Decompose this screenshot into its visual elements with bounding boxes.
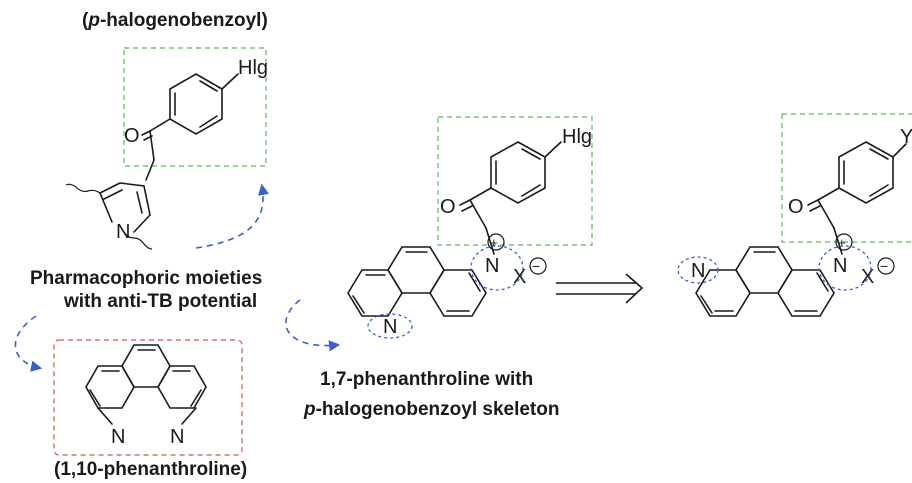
nitrogen-atom-phen17-middle: N: [383, 316, 397, 338]
reaction-arrow: [556, 273, 644, 304]
benzoyl-fragment-top: [141, 73, 239, 181]
nitrogen-atom-pyrrole: N: [116, 221, 130, 243]
benzoyl-highlight-box-middle: [437, 116, 593, 246]
nitrogen-highlight-right-2: [818, 245, 872, 291]
benzoyl-highlight-box: [123, 47, 267, 167]
curved-arrow-to-phen110: [14, 315, 43, 372]
benzoyl-fragment-right: [807, 141, 907, 255]
plus-charge-icon-middle: [487, 233, 505, 251]
substituent-atom-right: Y: [900, 126, 912, 148]
phen17-label-line1: 1,7-phenanthroline with: [320, 369, 533, 390]
curved-arrow-to-phen17: [285, 299, 341, 352]
halogen-atom-top: Hlg: [238, 57, 268, 79]
minus-sign-right: −: [880, 258, 888, 274]
minus-sign-middle: −: [532, 258, 540, 274]
phen17-structure-right: [695, 246, 835, 317]
benzoyl-fragment-middle: [459, 141, 562, 255]
phen110-structure: [85, 344, 207, 409]
phen17-label-line2: p-halogenobenzoyl skeleton: [303, 399, 559, 420]
nitrogen-highlight-middle-2: [470, 245, 524, 291]
phen17-structure-middle: [347, 246, 487, 317]
counterion-middle: X: [513, 266, 526, 288]
p-halogenobenzoyl-label: (p-halogenobenzoyl): [82, 10, 268, 31]
oxygen-atom-top: O: [124, 125, 140, 147]
curved-arrow-to-benzoyl: [195, 183, 269, 249]
moieties-label-line1: Pharmacophoric moieties: [30, 268, 262, 289]
plus-sign-right: +: [838, 235, 846, 250]
nitrogen-highlight-middle-1: [367, 313, 413, 339]
nitrogen-atom-phen17-right: N: [691, 260, 705, 282]
phen110-label: (1,10-phenanthroline): [54, 459, 247, 480]
plus-sign-middle: +: [490, 235, 498, 250]
oxygen-atom-right: O: [788, 196, 804, 218]
minus-charge-icon-right: [877, 257, 895, 275]
nitrogen-cation-right: N: [833, 255, 847, 277]
nitrogen-highlight-right-1: [677, 256, 719, 284]
moieties-label-line2: with anti-TB potential: [63, 291, 257, 312]
nitrogen-cation-middle: N: [485, 255, 499, 277]
counterion-right: X: [861, 266, 874, 288]
oxygen-atom-middle: O: [440, 196, 456, 218]
pyrrole-ring: [65, 182, 153, 250]
phen110-highlight-box: [53, 339, 243, 456]
nitrogen-atom-phen110-left: N: [111, 426, 125, 448]
halogen-atom-middle: Hlg: [562, 126, 592, 148]
plus-charge-icon-right: [835, 233, 853, 251]
minus-charge-icon-middle: [529, 257, 547, 275]
nitrogen-atom-phen110-right: N: [170, 426, 184, 448]
